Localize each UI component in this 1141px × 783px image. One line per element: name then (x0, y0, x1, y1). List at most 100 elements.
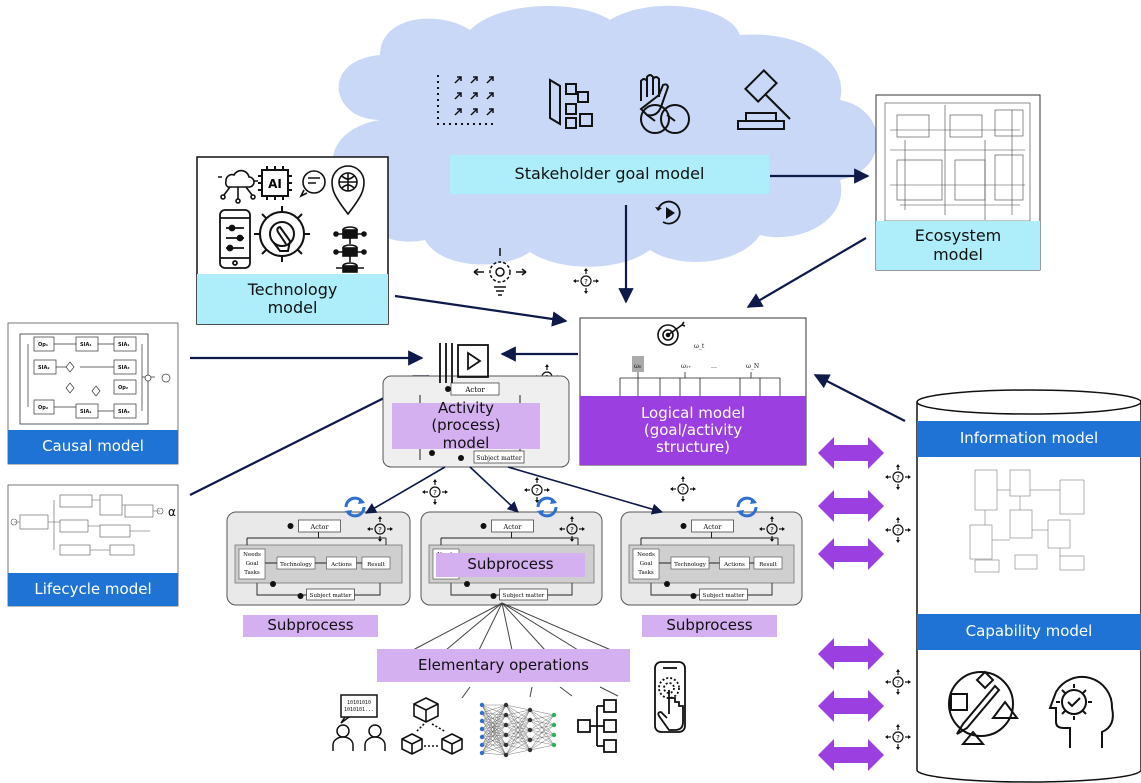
omega-label: ω_N (746, 363, 759, 370)
sync-icon (344, 496, 366, 518)
cloud-network-icon (218, 169, 258, 204)
subprocess-label-left: Subprocess (243, 615, 378, 637)
process-gear-icon (473, 248, 527, 296)
sync-icon (736, 496, 758, 518)
svg-text:1010101...: 1010101... (344, 707, 374, 713)
causal-node-label: Op₁ (38, 342, 48, 348)
causal-model-label: Causal model (42, 437, 144, 456)
ai-chip-icon: AI (258, 166, 292, 200)
subprocess-arrows (365, 466, 664, 515)
causal-node-label: SIA₁ (118, 342, 130, 348)
causal-node-label: SIA₂ (118, 409, 130, 415)
question-arrows-icon (421, 478, 449, 506)
chat-icon (299, 170, 326, 198)
ecosystem-model (875, 94, 1041, 271)
target-icon (657, 321, 686, 346)
question-arrows-icon (884, 668, 912, 696)
gear-touch-icon (254, 206, 310, 262)
hands-icon (639, 74, 690, 134)
sync-icon (536, 496, 558, 518)
svg-text:Goal: Goal (640, 561, 653, 567)
svg-text:Goal: Goal (246, 561, 259, 567)
ecosystem-model-label: Ecosystem model (914, 226, 1002, 264)
activity-model: Actor Subject matter (382, 343, 570, 468)
omega-label: ω₀ (634, 363, 642, 370)
neural-network-icon (479, 702, 557, 758)
actor-label: Actor (703, 523, 723, 531)
tap-phone-icon (654, 661, 686, 733)
causal-node-label: SIA₁ (80, 409, 92, 415)
globe-pin-icon (331, 165, 365, 216)
chat-people-icon: 10101010 1010101... (332, 694, 386, 751)
subject-matter-label: Subject matter (310, 593, 352, 599)
stakeholder-goal-model-label: Stakeholder goal model (514, 164, 705, 184)
capability-model-label: Capability model (965, 622, 1093, 641)
result-label: Result (759, 562, 778, 568)
question-arrows-icon (884, 723, 912, 751)
technology-label: Technology (674, 562, 707, 568)
subject-matter-label: Subject matter (503, 593, 545, 599)
question-arrows-icon (884, 463, 912, 491)
logical-model-label: Logical model (goal/activity structure) (640, 403, 746, 457)
technology-label: Technology (280, 562, 313, 568)
database-network-icon (333, 226, 367, 273)
causal-node-label: Op₂ (118, 385, 128, 391)
alpha-symbol: α (168, 505, 176, 519)
svg-text:Subject matter: Subject matter (476, 455, 522, 462)
brush-shapes-icon (948, 670, 1019, 745)
head-gear-icon (1048, 675, 1114, 748)
subject-matter-label: Subject matter (703, 593, 745, 599)
svg-text:10101010: 10101010 (347, 700, 371, 706)
technology-model: AI (196, 156, 389, 325)
stakeholder-cloud (332, 5, 878, 267)
svg-text:Actor: Actor (464, 386, 485, 394)
actions-label: Actions (723, 562, 745, 568)
subprocess-label-center: Subprocess (436, 553, 585, 577)
activity-model-label: Activity (process) model (431, 399, 501, 452)
svg-text:Tasks: Tasks (638, 570, 654, 576)
causal-node-label: SIA₂ (38, 365, 50, 371)
play-bars-icon (439, 343, 489, 383)
svg-text:AI: AI (268, 177, 282, 191)
question-arrows-icon (572, 267, 600, 295)
actor-label: Actor (310, 523, 330, 531)
schema-diagram (969, 469, 1085, 573)
repository-cylinder (916, 389, 1141, 783)
bidirectional-arrows (818, 437, 884, 771)
actions-label: Actions (330, 562, 352, 568)
lifecycle-model: α (7, 484, 179, 607)
elementary-operations-label: Elementary operations (377, 649, 630, 682)
svg-text:Tasks: Tasks (244, 570, 260, 576)
omega-label: ω₁₊ (681, 363, 691, 370)
causal-node-label: Op₂ (38, 405, 48, 411)
technology-model-label: Technology model (247, 279, 338, 317)
elementary-fan-lines (412, 602, 619, 699)
blocks-icon (549, 78, 593, 129)
gavel-icon (737, 69, 791, 130)
hierarchy-icon (577, 699, 617, 753)
causal-node-label: SIA₃ (118, 365, 130, 371)
data-grid-icon (437, 75, 494, 125)
result-label: Result (367, 562, 386, 568)
svg-text:Needs: Needs (637, 552, 655, 558)
question-arrows-icon (884, 516, 912, 544)
omega-label: … (711, 363, 717, 370)
question-arrows-icon (669, 475, 697, 503)
cubes-icon (401, 697, 463, 755)
subprocess-label-right: Subprocess (642, 615, 777, 637)
causal-model: Op₁ SIA₁ SIA₁ SIA₂ SIA₃ Op₂ Op₂ SIA₁ SIA₂ (7, 322, 179, 465)
lifecycle-model-label: Lifecycle model (34, 579, 152, 598)
logical-model: ω₀ω_tω₁₊ …ω_N (579, 317, 807, 466)
svg-text:Needs: Needs (243, 552, 261, 558)
actor-label: Actor (503, 523, 523, 531)
phone-settings-icon (219, 209, 251, 269)
information-model-label: Information model (959, 429, 1099, 448)
causal-node-label: SIA₁ (80, 342, 92, 348)
subprocess-box: ActorNeedsGoalTasksTechnologyActionsResu… (420, 496, 603, 606)
